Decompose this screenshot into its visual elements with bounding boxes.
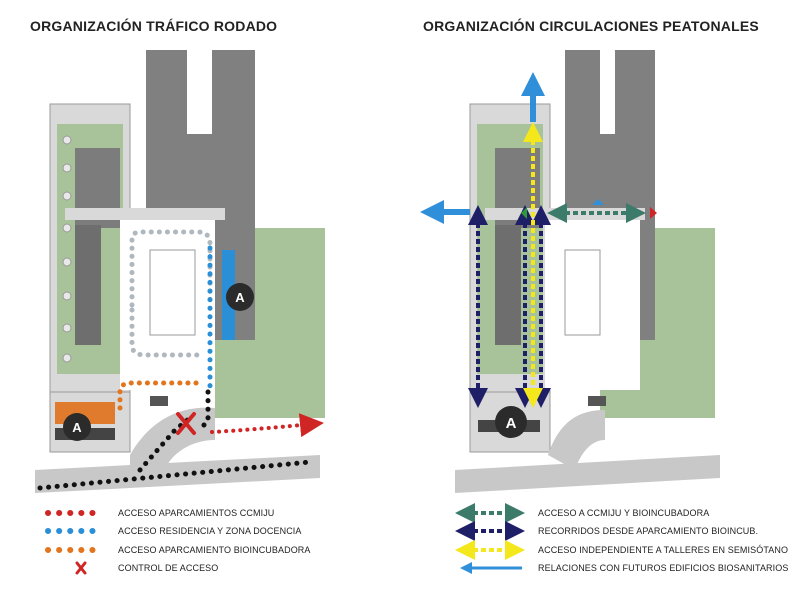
- legend-right-item: RELACIONES CON FUTUROS EDIFICIOS BIOSANI…: [528, 561, 788, 575]
- legend-left-symbols: [45, 510, 103, 575]
- legend-left-item: ACCESO APARCAMIENTOS CCMIJU: [108, 506, 274, 520]
- legend-label: ACCESO APARCAMIENTO BIOINCUBADORA: [118, 545, 311, 555]
- parking-marker-label: A: [506, 415, 517, 432]
- parking-marker-label: A: [235, 290, 245, 305]
- legend-label: ACCESO RESIDENCIA Y ZONA DOCENCIA: [118, 526, 302, 536]
- legend-left-item: CONTROL DE ACCESO: [108, 561, 218, 575]
- legend-left-item: ACCESO RESIDENCIA Y ZONA DOCENCIA: [108, 524, 302, 538]
- legend-left-item: ACCESO APARCAMIENTO BIOINCUBADORA: [108, 543, 311, 557]
- parking-marker-label: A: [72, 420, 82, 435]
- legend-label: RELACIONES CON FUTUROS EDIFICIOS BIOSANI…: [538, 563, 789, 573]
- legend-right-item: RECORRIDOS DESDE APARCAMIENTO BIOINCUB.: [528, 524, 758, 538]
- right-site-plan: [420, 50, 720, 493]
- future-relations-arrows: [420, 72, 545, 224]
- right-panel-title: ORGANIZACIÓN CIRCULACIONES PEATONALES: [423, 18, 759, 34]
- legend-label: ACCESO APARCAMIENTOS CCMIJU: [118, 508, 275, 518]
- access-control-cross: [176, 412, 196, 435]
- legend-label: CONTROL DE ACCESO: [118, 563, 219, 573]
- wing-lightwells: [62, 135, 72, 363]
- legend-right-item: ACCESO INDEPENDIENTE A TALLERES EN SEMIS…: [528, 543, 788, 557]
- parking-marker-left-top: A: [226, 283, 254, 311]
- legend-label: ACCESO INDEPENDIENTE A TALLERES EN SEMIS…: [538, 545, 789, 555]
- left-site-plan: [35, 50, 325, 493]
- legend-right-item: ACCESO A CCMIJU Y BIOINCUBADORA: [528, 506, 709, 520]
- parking-marker-right: A: [495, 406, 527, 438]
- legend-right-symbols: [455, 503, 525, 574]
- left-panel-title: ORGANIZACIÓN TRÁFICO RODADO: [30, 18, 278, 34]
- legend-red-cross-symbol: [75, 561, 87, 575]
- parking-marker-left-bottom: A: [63, 413, 91, 441]
- legend-label: RECORRIDOS DESDE APARCAMIENTO BIOINCUB.: [538, 526, 759, 536]
- legend-label: ACCESO A CCMIJU Y BIOINCUBADORA: [538, 508, 710, 518]
